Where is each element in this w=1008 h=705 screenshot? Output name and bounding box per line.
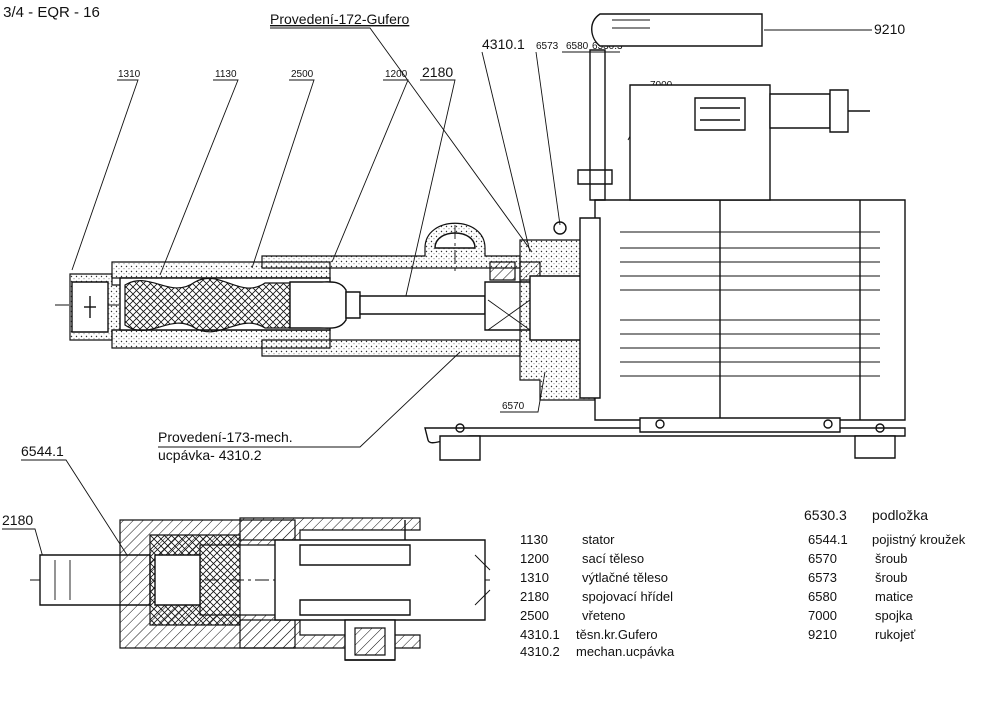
callout-6573: 6573 bbox=[536, 41, 559, 52]
legend-right-name-1: podložka bbox=[872, 507, 928, 523]
legend-right-code-3: 6570 bbox=[808, 551, 837, 566]
legend-left-code-1: 1130 bbox=[520, 532, 548, 547]
legend-right-code-1: 6530.3 bbox=[804, 507, 847, 523]
callout-6570: 6570 bbox=[502, 401, 525, 412]
callout-1200: 1200 bbox=[385, 69, 408, 80]
callout-9210: 9210 bbox=[874, 21, 905, 37]
legend-left-name-3: výtlačné těleso bbox=[582, 570, 668, 585]
pump-main-view bbox=[55, 13, 906, 461]
legend-right-code-4: 6573 bbox=[808, 570, 837, 585]
model-designation: - 3/4 - EQR - 16 bbox=[0, 4, 100, 21]
legend-right-name-2: pojistný kroužek bbox=[872, 532, 966, 547]
callout-6580: 6580 bbox=[566, 41, 589, 52]
legend-right-code-5: 6580 bbox=[808, 589, 837, 604]
legend-left-code-4: 2180 bbox=[520, 589, 549, 604]
legend-left-name-7: mechan.ucpávka bbox=[576, 644, 675, 659]
variant-172-title: Provedení-172-Gufero bbox=[270, 11, 410, 27]
legend-right-name-5: matice bbox=[875, 589, 913, 604]
parts-legend-left: 1130 stator 1200 sací těleso 1310 výtlač… bbox=[520, 532, 675, 659]
legend-left-code-6: 4310.1 bbox=[520, 627, 560, 642]
callout-6544-1: 6544.1 bbox=[21, 443, 64, 459]
callout-2180-detail: 2180 bbox=[2, 512, 33, 528]
legend-right-code-2: 6544.1 bbox=[808, 532, 848, 547]
variant-173-title-line1: Provedení-173-mech. bbox=[158, 429, 293, 445]
callout-4310-1: 4310.1 bbox=[482, 36, 525, 52]
legend-left-code-3: 1310 bbox=[520, 570, 549, 585]
callout-2500: 2500 bbox=[291, 69, 314, 80]
legend-right-name-4: šroub bbox=[875, 570, 908, 585]
legend-right-name-7: rukojeť bbox=[875, 627, 915, 642]
callout-1310: 1310 bbox=[118, 69, 141, 80]
legend-right-name-6: spojka bbox=[875, 608, 913, 623]
legend-left-name-2: sací těleso bbox=[582, 551, 644, 566]
legend-left-code-7: 4310.2 bbox=[520, 644, 560, 659]
legend-right-code-7: 9210 bbox=[808, 627, 837, 642]
legend-left-name-1: stator bbox=[582, 532, 615, 547]
callout-2180: 2180 bbox=[422, 64, 453, 80]
legend-left-code-2: 1200 bbox=[520, 551, 549, 566]
leader-lines bbox=[2, 27, 872, 601]
variant-173-title-line2: ucpávka- 4310.2 bbox=[158, 447, 262, 463]
legend-right-code-6: 7000 bbox=[808, 608, 837, 623]
pump-seal-detail-view bbox=[30, 517, 491, 661]
legend-right-name-3: šroub bbox=[875, 551, 908, 566]
legend-left-name-4: spojovací hřídel bbox=[582, 589, 673, 604]
legend-left-code-5: 2500 bbox=[520, 608, 549, 623]
legend-left-name-5: vřeteno bbox=[582, 608, 625, 623]
legend-left-name-6: těsn.kr.Gufero bbox=[576, 627, 658, 642]
callout-1130: 1130 bbox=[215, 69, 237, 80]
parts-legend-right: 6530.3 podložka 6544.1 pojistný kroužek … bbox=[804, 507, 966, 642]
